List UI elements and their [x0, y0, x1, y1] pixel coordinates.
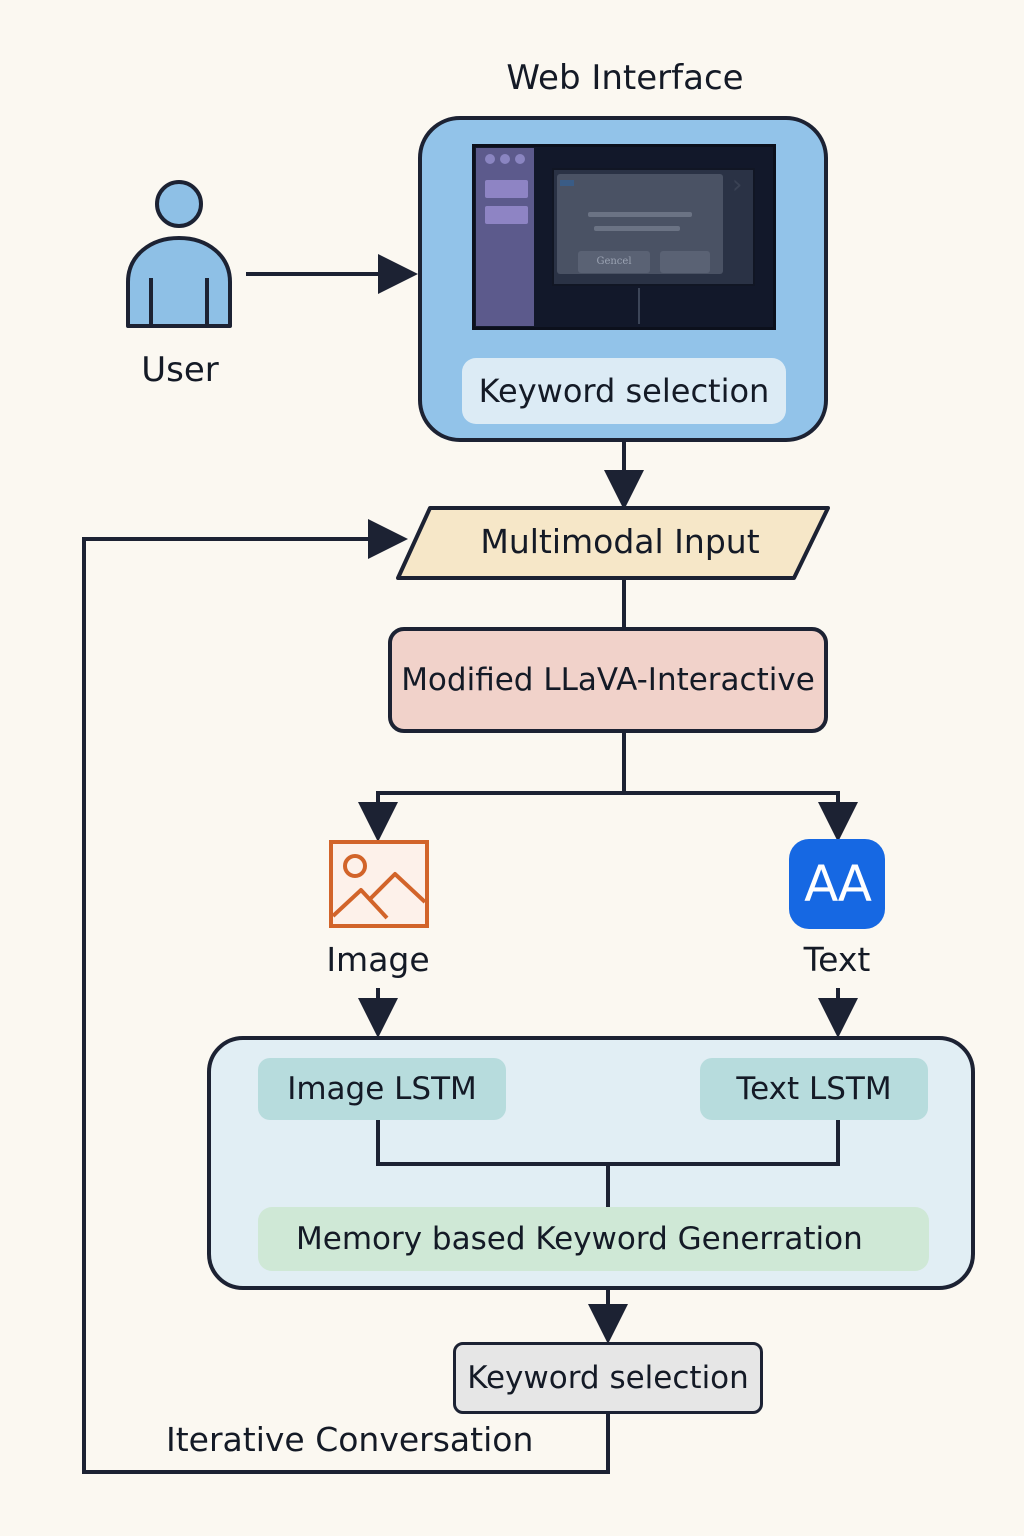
- dialog-accent: [560, 180, 574, 186]
- chevron-right-icon: ›: [732, 170, 743, 200]
- image-lstm-box: Image LSTM: [258, 1058, 506, 1120]
- window-dot: [485, 154, 495, 164]
- text-icon: AA: [789, 839, 885, 929]
- web-interface-title: Web Interface: [506, 58, 744, 98]
- image-label: Image: [326, 940, 430, 979]
- lstm-merge-lines: [376, 1120, 840, 1208]
- sidebar-tile: [485, 206, 528, 224]
- window-dot: [500, 154, 510, 164]
- feedback-loop-line: [82, 519, 610, 1474]
- multimodal-input-shape: [396, 506, 830, 580]
- dialog-secondary-button: [660, 251, 710, 273]
- user-label: User: [141, 350, 219, 390]
- dialog-button: Gencel: [578, 251, 650, 273]
- screen-bottom-left: [552, 288, 636, 324]
- dialog-text-line: [594, 226, 680, 231]
- line-split: [376, 791, 840, 830]
- keyword-generation-box: Memory based Keyword Generration: [258, 1207, 929, 1271]
- sidebar-tile: [485, 180, 528, 198]
- image-icon: [329, 840, 429, 928]
- text-label: Text: [803, 940, 871, 979]
- iterative-conversation-label: Iterative Conversation: [166, 1420, 534, 1459]
- user-icon: [126, 180, 232, 328]
- dialog-text-line: [588, 212, 692, 217]
- text-lstm-box: Text LSTM: [700, 1058, 928, 1120]
- screen-bottom-right: [638, 288, 756, 324]
- multimodal-input-label: Multimodal Input: [480, 522, 760, 561]
- keyword-selection-top: Keyword selection: [462, 358, 786, 424]
- window-dot: [515, 154, 525, 164]
- model-box: Modified LLaVA-Interactive: [388, 627, 828, 733]
- screen-sidebar: [476, 148, 534, 326]
- keyword-selection-bottom: Keyword selection: [453, 1342, 763, 1414]
